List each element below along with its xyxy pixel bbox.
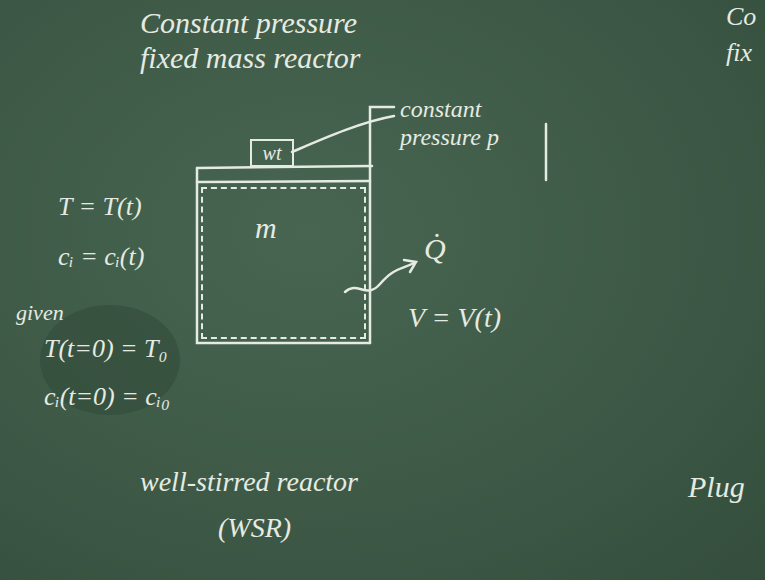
equation-text: cᵢ(t=0) = cᵢ₀	[44, 382, 214, 412]
leader-line	[292, 116, 394, 152]
equation-text: T = T(t)	[58, 192, 188, 222]
cylinder-wall	[370, 107, 394, 343]
control-volume: m	[201, 187, 366, 339]
partial-text: Co	[726, 2, 762, 32]
equation-text: cᵢ = cᵢ(t)	[58, 242, 188, 272]
heading-text: well-stirred reactor	[140, 466, 460, 498]
node-text: m	[255, 211, 277, 244]
weight-block: wt	[250, 139, 294, 167]
note-text: given	[16, 300, 106, 325]
note-text: constant pressure p	[400, 96, 550, 151]
cylinder-wall	[197, 168, 370, 343]
heat-symbol: Q̇	[424, 232, 484, 267]
partial-text: Plug	[688, 470, 760, 505]
heat-arrow	[345, 263, 414, 292]
node-text: wt	[263, 142, 282, 164]
piston-bottom	[197, 181, 370, 182]
equation-text: V = V(t)	[408, 302, 558, 334]
partial-text: fix	[726, 38, 762, 68]
equation-text: T(t=0) = T₀	[44, 334, 194, 364]
title-text: Constant pressure fixed mass reactor	[140, 6, 410, 75]
heat-arrowhead	[404, 260, 416, 272]
heading-text: (WSR)	[218, 512, 338, 544]
chalk-mark	[545, 124, 548, 180]
